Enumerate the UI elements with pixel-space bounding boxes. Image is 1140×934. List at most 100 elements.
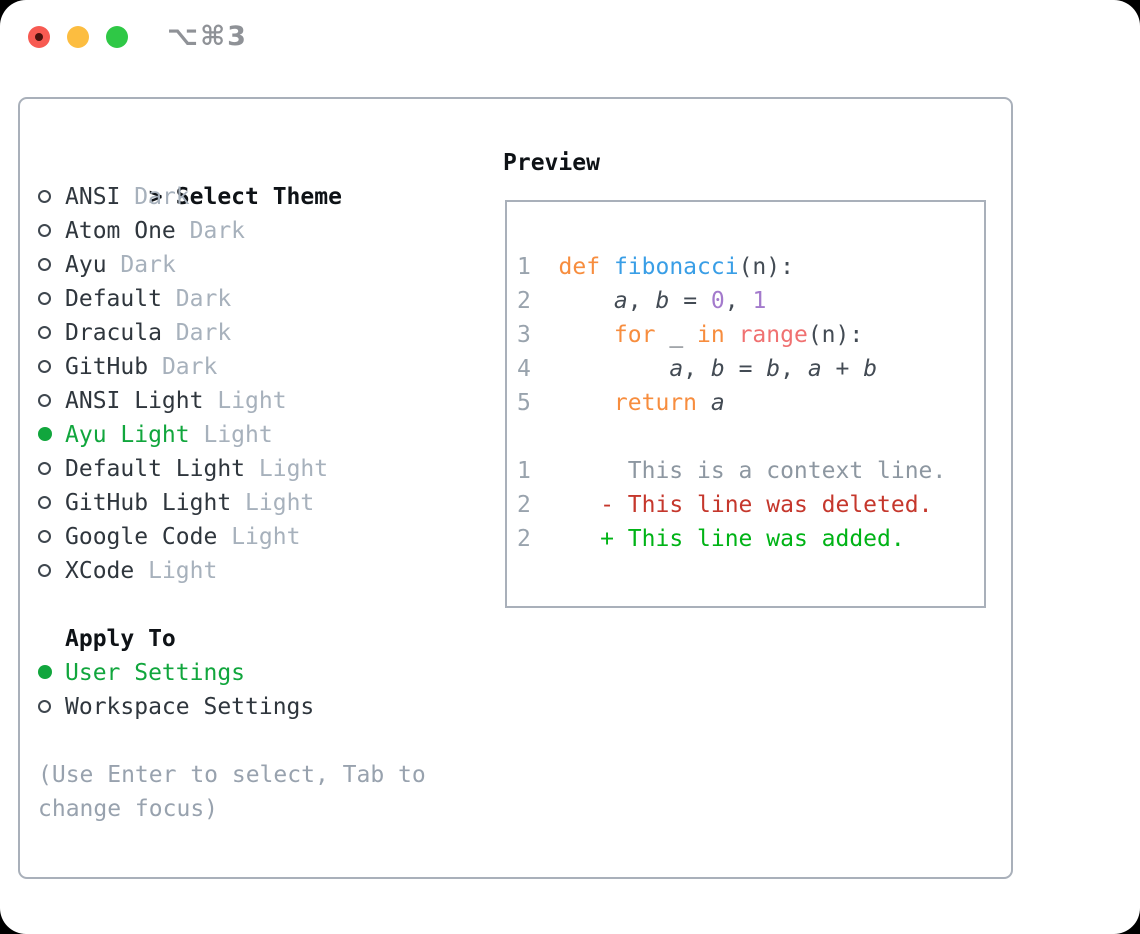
radio-icon <box>38 180 65 214</box>
code-segment: 1 <box>752 288 767 314</box>
code-segment: a <box>613 288 628 314</box>
code-segment: (n): <box>738 254 794 280</box>
code-segment: = <box>669 288 711 314</box>
theme-name: Ayu <box>65 252 107 278</box>
theme-name: Default Light <box>65 456 246 482</box>
apply-option-name: User Settings <box>65 660 246 686</box>
code-segment: for <box>613 322 656 348</box>
radio-unselected-icon <box>38 699 51 713</box>
radio-unselected-icon <box>38 461 51 475</box>
radio-unselected-icon <box>38 291 51 305</box>
theme-variant: Dark <box>134 184 190 210</box>
code-segment: b <box>655 288 670 314</box>
radio-icon <box>38 248 65 282</box>
theme-variant: Light <box>258 456 329 482</box>
code-segment: return <box>613 390 698 416</box>
hint-line: change focus) <box>38 796 219 822</box>
code-segment: b <box>766 356 781 382</box>
line-number: 5 <box>517 390 531 416</box>
code-line: 4 a, b = b, a + b <box>517 352 984 386</box>
apply-option[interactable]: Workspace Settings <box>38 690 426 724</box>
theme-item[interactable]: Ayu Dark <box>38 248 426 282</box>
code-segment <box>559 526 601 552</box>
code-segment <box>559 322 614 348</box>
code-segment <box>559 356 670 382</box>
code-segment: = <box>724 356 767 382</box>
code-segment: _ <box>655 322 698 348</box>
line-number: 2 <box>517 492 531 518</box>
radio-icon <box>38 520 65 554</box>
radio-selected-icon <box>38 665 52 679</box>
code-segment: , <box>780 356 808 382</box>
code-line: 2 - This line was deleted. <box>517 488 984 522</box>
close-button[interactable] <box>28 26 50 48</box>
radio-icon <box>38 350 65 384</box>
radio-icon <box>38 282 65 316</box>
radio-icon <box>38 656 65 690</box>
radio-icon <box>38 316 65 350</box>
select-theme-header: > Select Theme <box>38 146 426 210</box>
code-segment: + <box>821 356 864 382</box>
hint-text: (Use Enter to select, Tab to change focus… <box>38 758 426 826</box>
code-segment <box>559 288 614 314</box>
theme-item[interactable]: GitHub Dark <box>38 350 426 384</box>
code-line: 5 return a <box>517 386 984 420</box>
apply-option[interactable]: User Settings <box>38 656 426 690</box>
theme-item[interactable]: Default Light Light <box>38 452 426 486</box>
code-segment: b <box>863 356 878 382</box>
line-number: 1 <box>517 254 531 280</box>
theme-item[interactable]: GitHub Light Light <box>38 486 426 520</box>
zoom-button[interactable] <box>106 26 128 48</box>
theme-name: GitHub <box>65 354 149 380</box>
code-segment: This is a context line. <box>558 458 947 484</box>
theme-item[interactable]: ANSI Dark <box>38 180 426 214</box>
code-segment: fibonacci <box>613 254 739 280</box>
minimize-button[interactable] <box>67 26 89 48</box>
code-segment: a <box>669 356 684 382</box>
theme-name: Dracula <box>65 320 162 346</box>
theme-variant: Light <box>231 524 301 550</box>
theme-name: GitHub Light <box>65 490 232 516</box>
radio-selected-icon <box>38 427 52 441</box>
theme-variant: Dark <box>175 286 232 312</box>
code-line: 2 + This line was added. <box>517 522 984 556</box>
theme-variant: Light <box>203 422 273 448</box>
radio-icon <box>38 418 65 452</box>
theme-variant: Dark <box>189 218 246 244</box>
window-title: ⌥⌘3 <box>167 21 248 52</box>
code-segment: 0 <box>710 288 725 314</box>
code-segment <box>697 390 711 416</box>
theme-item[interactable]: Google Code Light <box>38 520 426 554</box>
code-segment: a <box>710 390 725 416</box>
theme-name: XCode <box>65 558 135 584</box>
theme-variant: Light <box>148 558 218 584</box>
theme-variant: Dark <box>120 252 176 278</box>
radio-unselected-icon <box>38 257 51 271</box>
radio-icon <box>38 384 65 418</box>
radio-unselected-icon <box>38 359 51 373</box>
radio-icon <box>38 214 65 248</box>
theme-item[interactable]: Atom One Dark <box>38 214 426 248</box>
select-theme-label: Select Theme <box>175 184 342 210</box>
theme-item[interactable]: XCode Light <box>38 554 426 588</box>
line-number: 3 <box>517 322 531 348</box>
radio-icon <box>38 690 65 724</box>
radio-unselected-icon <box>38 189 51 203</box>
title-bar: ⌥⌘3 <box>28 21 248 52</box>
code-segment <box>600 254 614 280</box>
apply-option-name: Workspace Settings <box>65 694 315 720</box>
code-segment: - This line was deleted. <box>600 492 933 518</box>
focus-prompt-icon: > <box>148 184 163 210</box>
theme-item[interactable]: Dracula Dark <box>38 316 426 350</box>
theme-name: ANSI Light <box>65 388 204 414</box>
radio-unselected-icon <box>38 529 51 543</box>
hint-line: (Use Enter to select, Tab to <box>38 762 426 788</box>
theme-item[interactable]: ANSI Light Light <box>38 384 426 418</box>
theme-item[interactable]: Default Dark <box>38 282 426 316</box>
theme-item[interactable]: Ayu Light Light <box>38 418 426 452</box>
radio-icon <box>38 554 65 588</box>
radio-unselected-icon <box>38 223 51 237</box>
code-line: 3 for _ in range(n): <box>517 318 984 352</box>
